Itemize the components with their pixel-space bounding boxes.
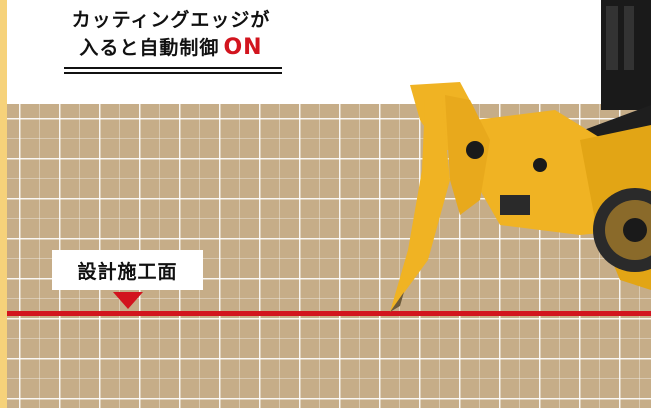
- design-surface-line: [7, 311, 651, 316]
- down-triangle-icon: [113, 292, 143, 309]
- left-accent-strip: [0, 0, 7, 408]
- heading-double-underline: [64, 67, 282, 74]
- design-surface-label: 設計施工面: [52, 250, 203, 290]
- heading-accent-on: ON: [223, 35, 263, 60]
- bulldozer-ripper-illustration: [390, 0, 651, 312]
- heading-line-1: カッティングエッジが: [71, 9, 271, 31]
- heading-line-2-text: 入ると自動制御: [79, 37, 220, 59]
